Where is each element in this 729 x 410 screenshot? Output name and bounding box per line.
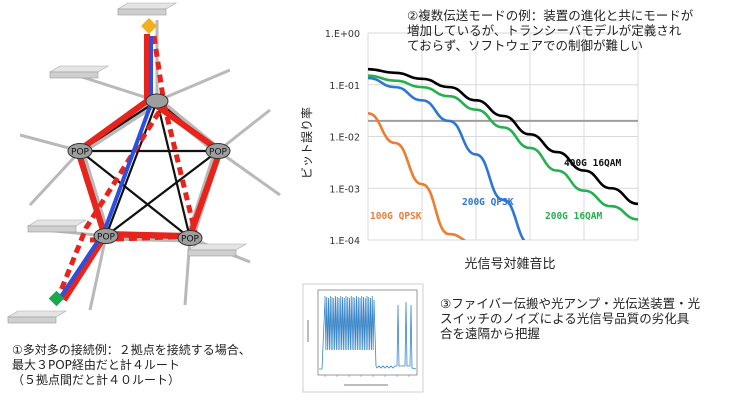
ber-caption: ②複数伝送モードの例：装置の進化と共にモードが 増加しているが、トランシーバモデ… <box>407 8 694 53</box>
ber-y-tick-label: 1.E-04 <box>329 236 360 247</box>
ber-series-labels: 100G QPSK 200G QPSK 200G 16QAM 400G 16QAM <box>370 158 621 222</box>
server-icon <box>26 219 88 233</box>
spectrum-caption: ③ファイバー伝搬や光アンプ・光伝送装置・光 スイッチのノイズによる光信号品質の劣… <box>440 296 701 341</box>
ber-series-line <box>368 74 638 221</box>
server-icons <box>6 2 248 324</box>
ber-series-label: 200G QPSK <box>462 197 514 208</box>
pop-node-bottom-left: POP <box>93 228 119 244</box>
spectrum-y-label-blur <box>307 320 309 342</box>
ber-y-tick-label: 1.E-01 <box>329 81 360 92</box>
server-icon <box>6 310 68 324</box>
ber-series-label: 400G 16QAM <box>564 158 621 169</box>
spectrum-axes <box>317 289 418 376</box>
server-icon <box>48 65 110 79</box>
network-caption: ①多対多の接続例：２拠点を接続する場合、 最大３POP経由だと計４ルート （５拠… <box>12 343 251 387</box>
ber-series-label: 200G 16QAM <box>545 211 602 222</box>
pop-label: POP <box>181 235 200 245</box>
pop-node-bottom-right: POP <box>177 230 203 246</box>
pop-node-right: POP <box>205 143 231 159</box>
spectrum-ticks <box>324 375 410 377</box>
ber-y-tick-label: 1.E-03 <box>329 184 360 195</box>
network-diagram: POP POP POP POP <box>6 2 281 324</box>
ber-series-label: 100G QPSK <box>370 211 422 222</box>
pop-node-left: POP <box>67 143 93 159</box>
ber-y-axis-label: ビット誤り率 <box>299 107 314 179</box>
server-icon <box>116 2 178 16</box>
pop-label: POP <box>209 148 228 158</box>
pop-label: POP <box>97 233 116 243</box>
server-icon <box>186 243 248 257</box>
pop-label: POP <box>71 148 90 158</box>
ber-series <box>368 67 638 240</box>
pop-node-top <box>145 93 169 109</box>
ber-series-line <box>368 112 467 240</box>
ber-grid <box>367 32 639 241</box>
ber-y-tick-label: 1.E-02 <box>329 133 360 144</box>
spectrum-trace <box>319 295 417 370</box>
endpoint-yellow-diamond <box>141 18 157 34</box>
ber-y-ticks: 1.E+00 1.E-01 1.E-02 1.E-03 1.E-04 <box>325 29 360 247</box>
ber-x-axis-label: 光信号対雑音比 <box>464 256 555 272</box>
ber-series-line <box>368 76 526 240</box>
pop-nodes: POP POP POP POP <box>67 93 231 246</box>
blue-route <box>58 36 153 300</box>
ber-chart: 1.E+00 1.E-01 1.E-02 1.E-03 1.E-04 100G QPSK… <box>299 29 639 272</box>
spectrum-x-label-blur <box>344 384 388 386</box>
ber-y-tick-label: 1.E+00 <box>325 29 360 40</box>
ber-series-line <box>368 67 638 206</box>
